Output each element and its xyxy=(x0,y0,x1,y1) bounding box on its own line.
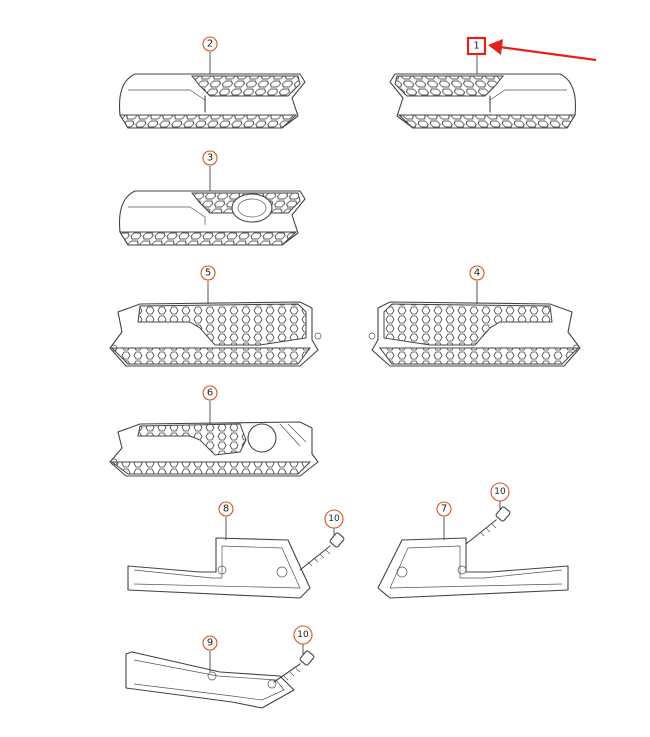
callout-8: 8 xyxy=(218,501,234,517)
callout-5: 5 xyxy=(200,265,216,281)
svg-text:6: 6 xyxy=(207,388,213,399)
screw-10b xyxy=(465,506,511,545)
svg-text:2: 2 xyxy=(207,39,213,50)
callout-1-highlighted: 1 xyxy=(466,36,487,56)
svg-text:10: 10 xyxy=(494,487,506,497)
callout-10b: 10 xyxy=(490,482,510,502)
callout-7: 7 xyxy=(436,501,452,517)
svg-text:1: 1 xyxy=(473,41,479,52)
svg-text:9: 9 xyxy=(207,638,213,649)
part-9-trim xyxy=(125,651,295,709)
svg-text:10: 10 xyxy=(328,514,340,524)
callout-9: 9 xyxy=(202,635,218,651)
svg-text:4: 4 xyxy=(474,268,480,279)
part-3-grille xyxy=(118,190,306,246)
svg-text:10: 10 xyxy=(297,630,309,640)
callout-10a: 10 xyxy=(324,509,344,529)
highlight-arrow xyxy=(488,39,597,62)
part-6-grille xyxy=(109,421,319,477)
part-2-grille xyxy=(118,73,306,129)
part-5-grille xyxy=(109,301,322,367)
svg-text:3: 3 xyxy=(207,153,213,164)
svg-text:7: 7 xyxy=(441,504,447,515)
svg-text:5: 5 xyxy=(205,268,211,279)
callout-10c: 10 xyxy=(293,625,313,645)
part-8-bracket xyxy=(127,537,311,599)
callout-3: 3 xyxy=(202,150,218,166)
callout-6: 6 xyxy=(202,385,218,401)
screw-10a xyxy=(299,532,345,571)
callout-4: 4 xyxy=(469,265,485,281)
callout-2: 2 xyxy=(202,36,218,52)
part-4-grille xyxy=(368,301,581,367)
part-1-grille xyxy=(389,73,577,129)
part-7-bracket xyxy=(377,537,569,599)
svg-text:8: 8 xyxy=(223,504,229,515)
screw-10c xyxy=(273,650,315,683)
